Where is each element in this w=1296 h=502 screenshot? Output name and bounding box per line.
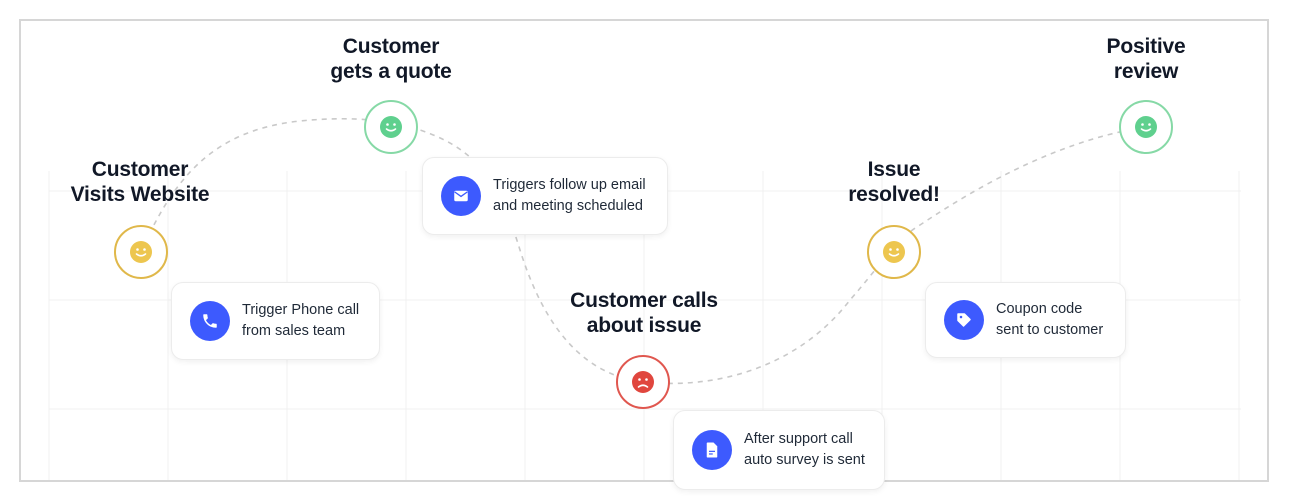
stage-title-issue-line2: about issue xyxy=(586,314,702,337)
stage-title-review-line1: Positive xyxy=(1106,35,1186,58)
happy-face-icon xyxy=(1135,116,1157,138)
stage-title-quote-line2: gets a quote xyxy=(330,60,452,83)
stage-title-resolved-line2: resolved! xyxy=(848,183,940,206)
stage-node-issue xyxy=(616,355,670,409)
action-text-phone: Trigger Phone call from sales team xyxy=(242,300,359,342)
action-text-coupon: Coupon code sent to customer xyxy=(996,299,1103,341)
action-line2: and meeting scheduled xyxy=(493,198,643,214)
action-line1: Triggers follow up email xyxy=(493,177,646,193)
tag-icon xyxy=(944,300,984,340)
stage-title-issue-line1: Customer calls xyxy=(570,289,718,312)
stage-title-quote-line1: Customer xyxy=(342,35,440,58)
neutral-face-icon xyxy=(130,241,152,263)
stage-title-review-line2: review xyxy=(1113,60,1179,83)
happy-face-icon xyxy=(380,116,402,138)
action-line2: from sales team xyxy=(242,323,346,339)
sad-face-icon xyxy=(632,371,654,393)
action-line1: After support call xyxy=(744,431,853,447)
action-text-survey: After support call auto survey is sent xyxy=(744,429,865,471)
stage-title-quote: Customer gets a quote xyxy=(311,34,471,84)
action-card-survey: After support call auto survey is sent xyxy=(673,410,885,490)
action-line2: sent to customer xyxy=(996,322,1104,338)
stage-node-visit xyxy=(114,225,168,279)
stage-node-quote xyxy=(364,100,418,154)
action-card-email: Triggers follow up email and meeting sch… xyxy=(422,157,668,235)
envelope-icon xyxy=(441,176,481,216)
action-line1: Coupon code xyxy=(996,301,1083,317)
action-card-phone: Trigger Phone call from sales team xyxy=(171,282,380,360)
action-card-coupon: Coupon code sent to customer xyxy=(925,282,1126,358)
stage-title-resolved-line1: Issue xyxy=(867,158,921,181)
stage-title-visit-line1: Customer xyxy=(91,158,189,181)
action-text-email: Triggers follow up email and meeting sch… xyxy=(493,175,646,217)
stage-title-resolved: Issue resolved! xyxy=(834,157,954,207)
stage-title-review: Positive review xyxy=(1086,34,1206,84)
neutral-face-icon xyxy=(883,241,905,263)
stage-title-visit: Customer Visits Website xyxy=(60,157,220,207)
stage-node-resolved xyxy=(867,225,921,279)
document-icon xyxy=(692,430,732,470)
phone-icon xyxy=(190,301,230,341)
stage-title-issue: Customer calls about issue xyxy=(554,288,734,338)
action-line2: auto survey is sent xyxy=(744,452,865,468)
action-line1: Trigger Phone call xyxy=(242,302,360,318)
stage-node-review xyxy=(1119,100,1173,154)
stage-title-visit-line2: Visits Website xyxy=(70,183,210,206)
